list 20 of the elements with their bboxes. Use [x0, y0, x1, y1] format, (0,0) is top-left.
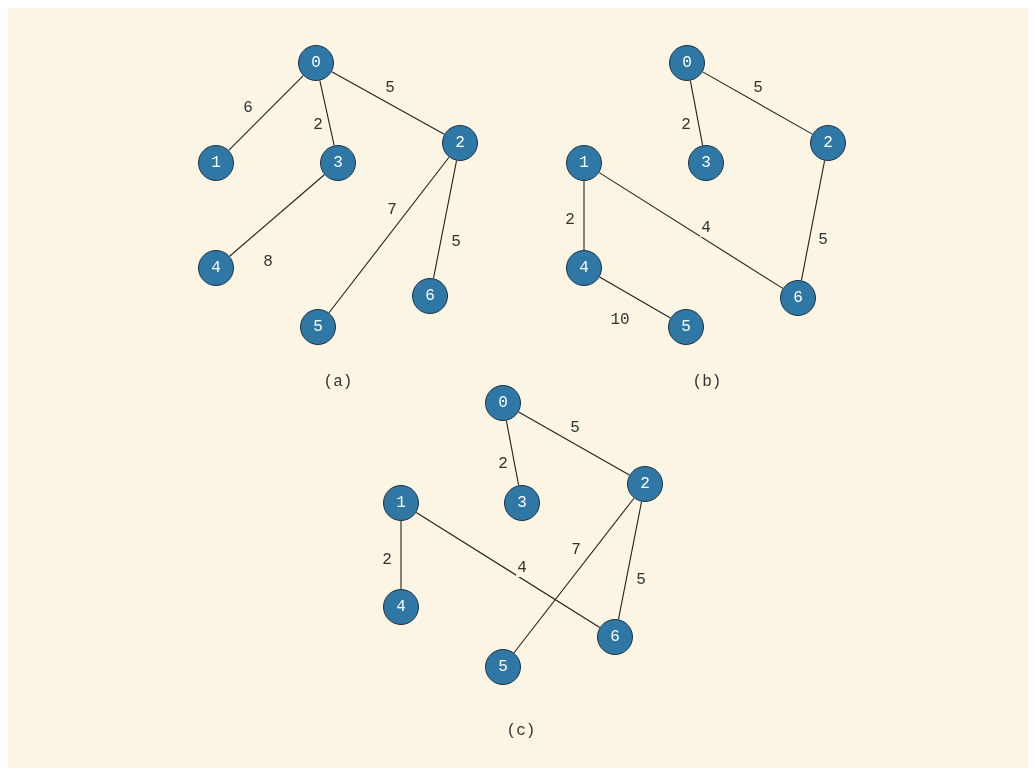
edge-line [228, 75, 304, 151]
edge-line [702, 71, 813, 135]
edge-line [583, 180, 585, 251]
edge-line [319, 80, 335, 146]
edge-line [518, 411, 630, 476]
edge-line [599, 276, 671, 319]
edge-line [328, 156, 450, 314]
edge-line [229, 174, 325, 257]
edge-line [432, 160, 458, 279]
edge-line [598, 172, 784, 289]
edge-line [800, 160, 826, 281]
edge-line [505, 420, 520, 486]
edge-line [513, 497, 635, 654]
edge-label: 4 [700, 219, 712, 237]
edge-line [415, 512, 601, 628]
edge-line [617, 501, 643, 620]
edge-line [331, 71, 445, 135]
edge-line [400, 520, 402, 590]
edge-line [689, 80, 704, 146]
edge-label: 4 [516, 559, 528, 577]
